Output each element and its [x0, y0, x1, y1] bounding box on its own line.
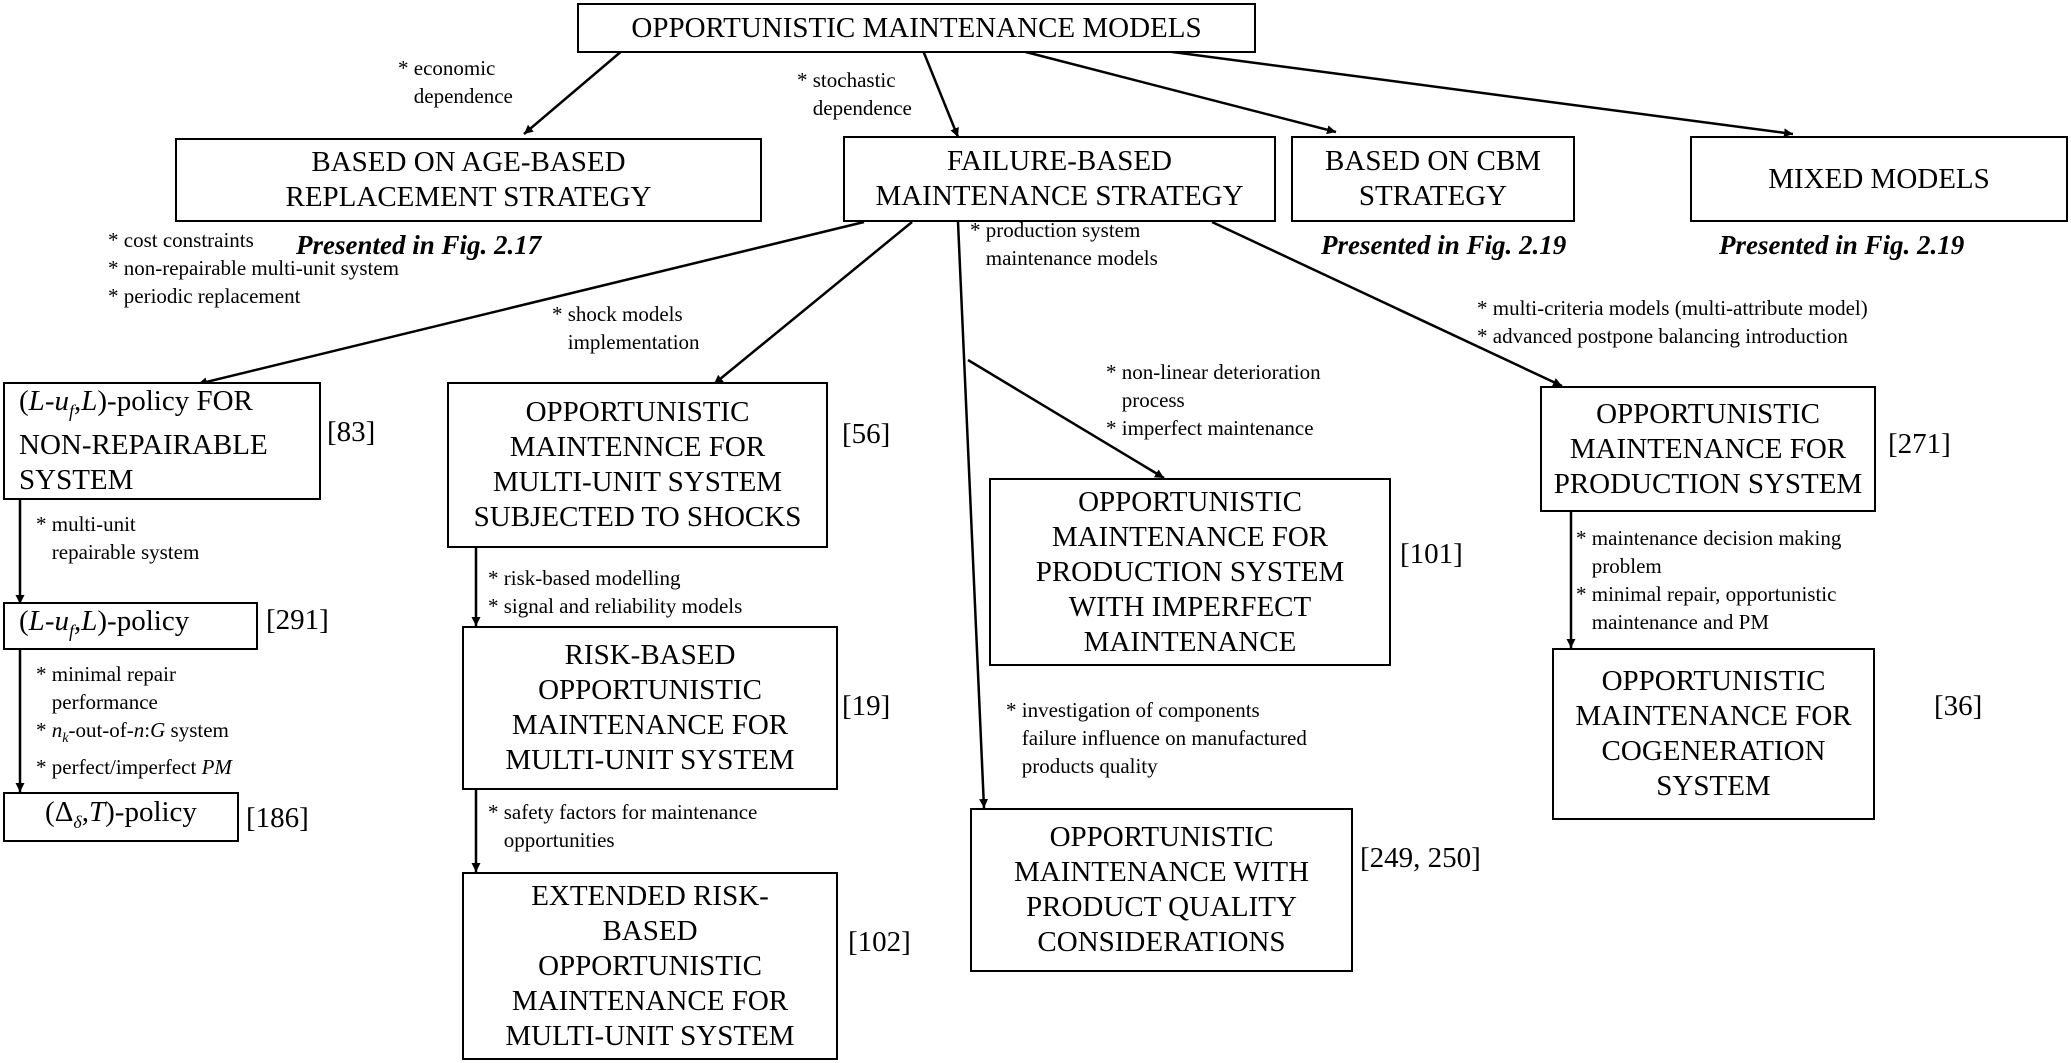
root-node-label: OPPORTUNISTIC MAINTENANCE MODELS: [631, 11, 1202, 44]
safety-factors-note: * safety factors for maintenance opportu…: [488, 800, 758, 852]
edge-failure-to-shocks: [713, 221, 913, 385]
production-system-ref: [271]: [1888, 428, 1951, 460]
edge-failure-to-luf-nonrep: [197, 220, 865, 387]
cbm-presented-note: Presented in Fig. 2.19: [1321, 230, 1567, 260]
multi-unit-repairable-note: * multi-unit repairable system: [36, 512, 200, 564]
luf-nonrepairable-ref: [83]: [327, 416, 376, 448]
edge-failure-to-quality: [956, 221, 989, 809]
extended-risk-ref: [102]: [848, 926, 911, 958]
delta-policy-node-label: (Δδ,T)-policy: [45, 795, 197, 832]
product-quality-ref: [249, 250]: [1360, 842, 1481, 874]
shocks-ref: [56]: [842, 418, 891, 450]
imperfect-maintenance-ref: [101]: [1400, 538, 1463, 570]
luf-policy-node-label: (L-uf,L)-policy: [19, 604, 190, 641]
root-node: OPPORTUNISTIC MAINTENANCE MODELS: [577, 3, 1256, 53]
stochastic-dependence-note: * stochastic dependence: [797, 68, 912, 120]
mixed-presented-note: Presented in Fig. 2.19: [1719, 230, 1965, 260]
risk-based-ref: [19]: [842, 690, 891, 722]
luf-policy-ref: [291]: [266, 604, 329, 636]
production-system-note: * production system maintenance models: [970, 218, 1158, 270]
economic-dependence-note: * economic dependence: [398, 56, 513, 108]
mixed-models-node: MIXED MODELS: [1690, 136, 2068, 222]
cogeneration-ref: [36]: [1934, 690, 1983, 722]
delta-policy-node: (Δδ,T)-policy: [3, 792, 239, 842]
age-based-presented-note: Presented in Fig. 2.17: [296, 230, 542, 260]
investigation-note: * investigation of components failure in…: [1006, 698, 1307, 778]
edge-production-branch-to-imperfect: [967, 358, 1165, 480]
multi-criteria-note: * multi-criteria models (multi-attribute…: [1477, 296, 1868, 348]
cost-constraints-note: * cost constraints * non-repairable mult…: [108, 228, 400, 308]
edge-root-to-mixed: [1111, 42, 1794, 138]
non-linear-note: * non-linear deterioration process * imp…: [1106, 360, 1321, 440]
edge-root-to-cbm: [1017, 48, 1337, 135]
luf-policy-node: (L-uf,L)-policy: [3, 602, 258, 650]
shock-models-note: * shock models implementation: [552, 302, 700, 354]
maintenance-decision-note: * maintenance decision making problem * …: [1576, 526, 1842, 634]
edge-root-to-failure: [920, 47, 960, 138]
risk-based-modelling-note: * risk-based modelling * signal and reli…: [488, 566, 743, 618]
delta-policy-ref: [186]: [246, 802, 309, 834]
edge-failure-to-production: [1211, 220, 1563, 388]
minimal-repair-note: * minimal repair performance * nk-out-of…: [36, 662, 232, 780]
edge-root-to-age: [523, 43, 631, 135]
mixed-models-node-label: MIXED MODELS: [1768, 162, 1990, 195]
